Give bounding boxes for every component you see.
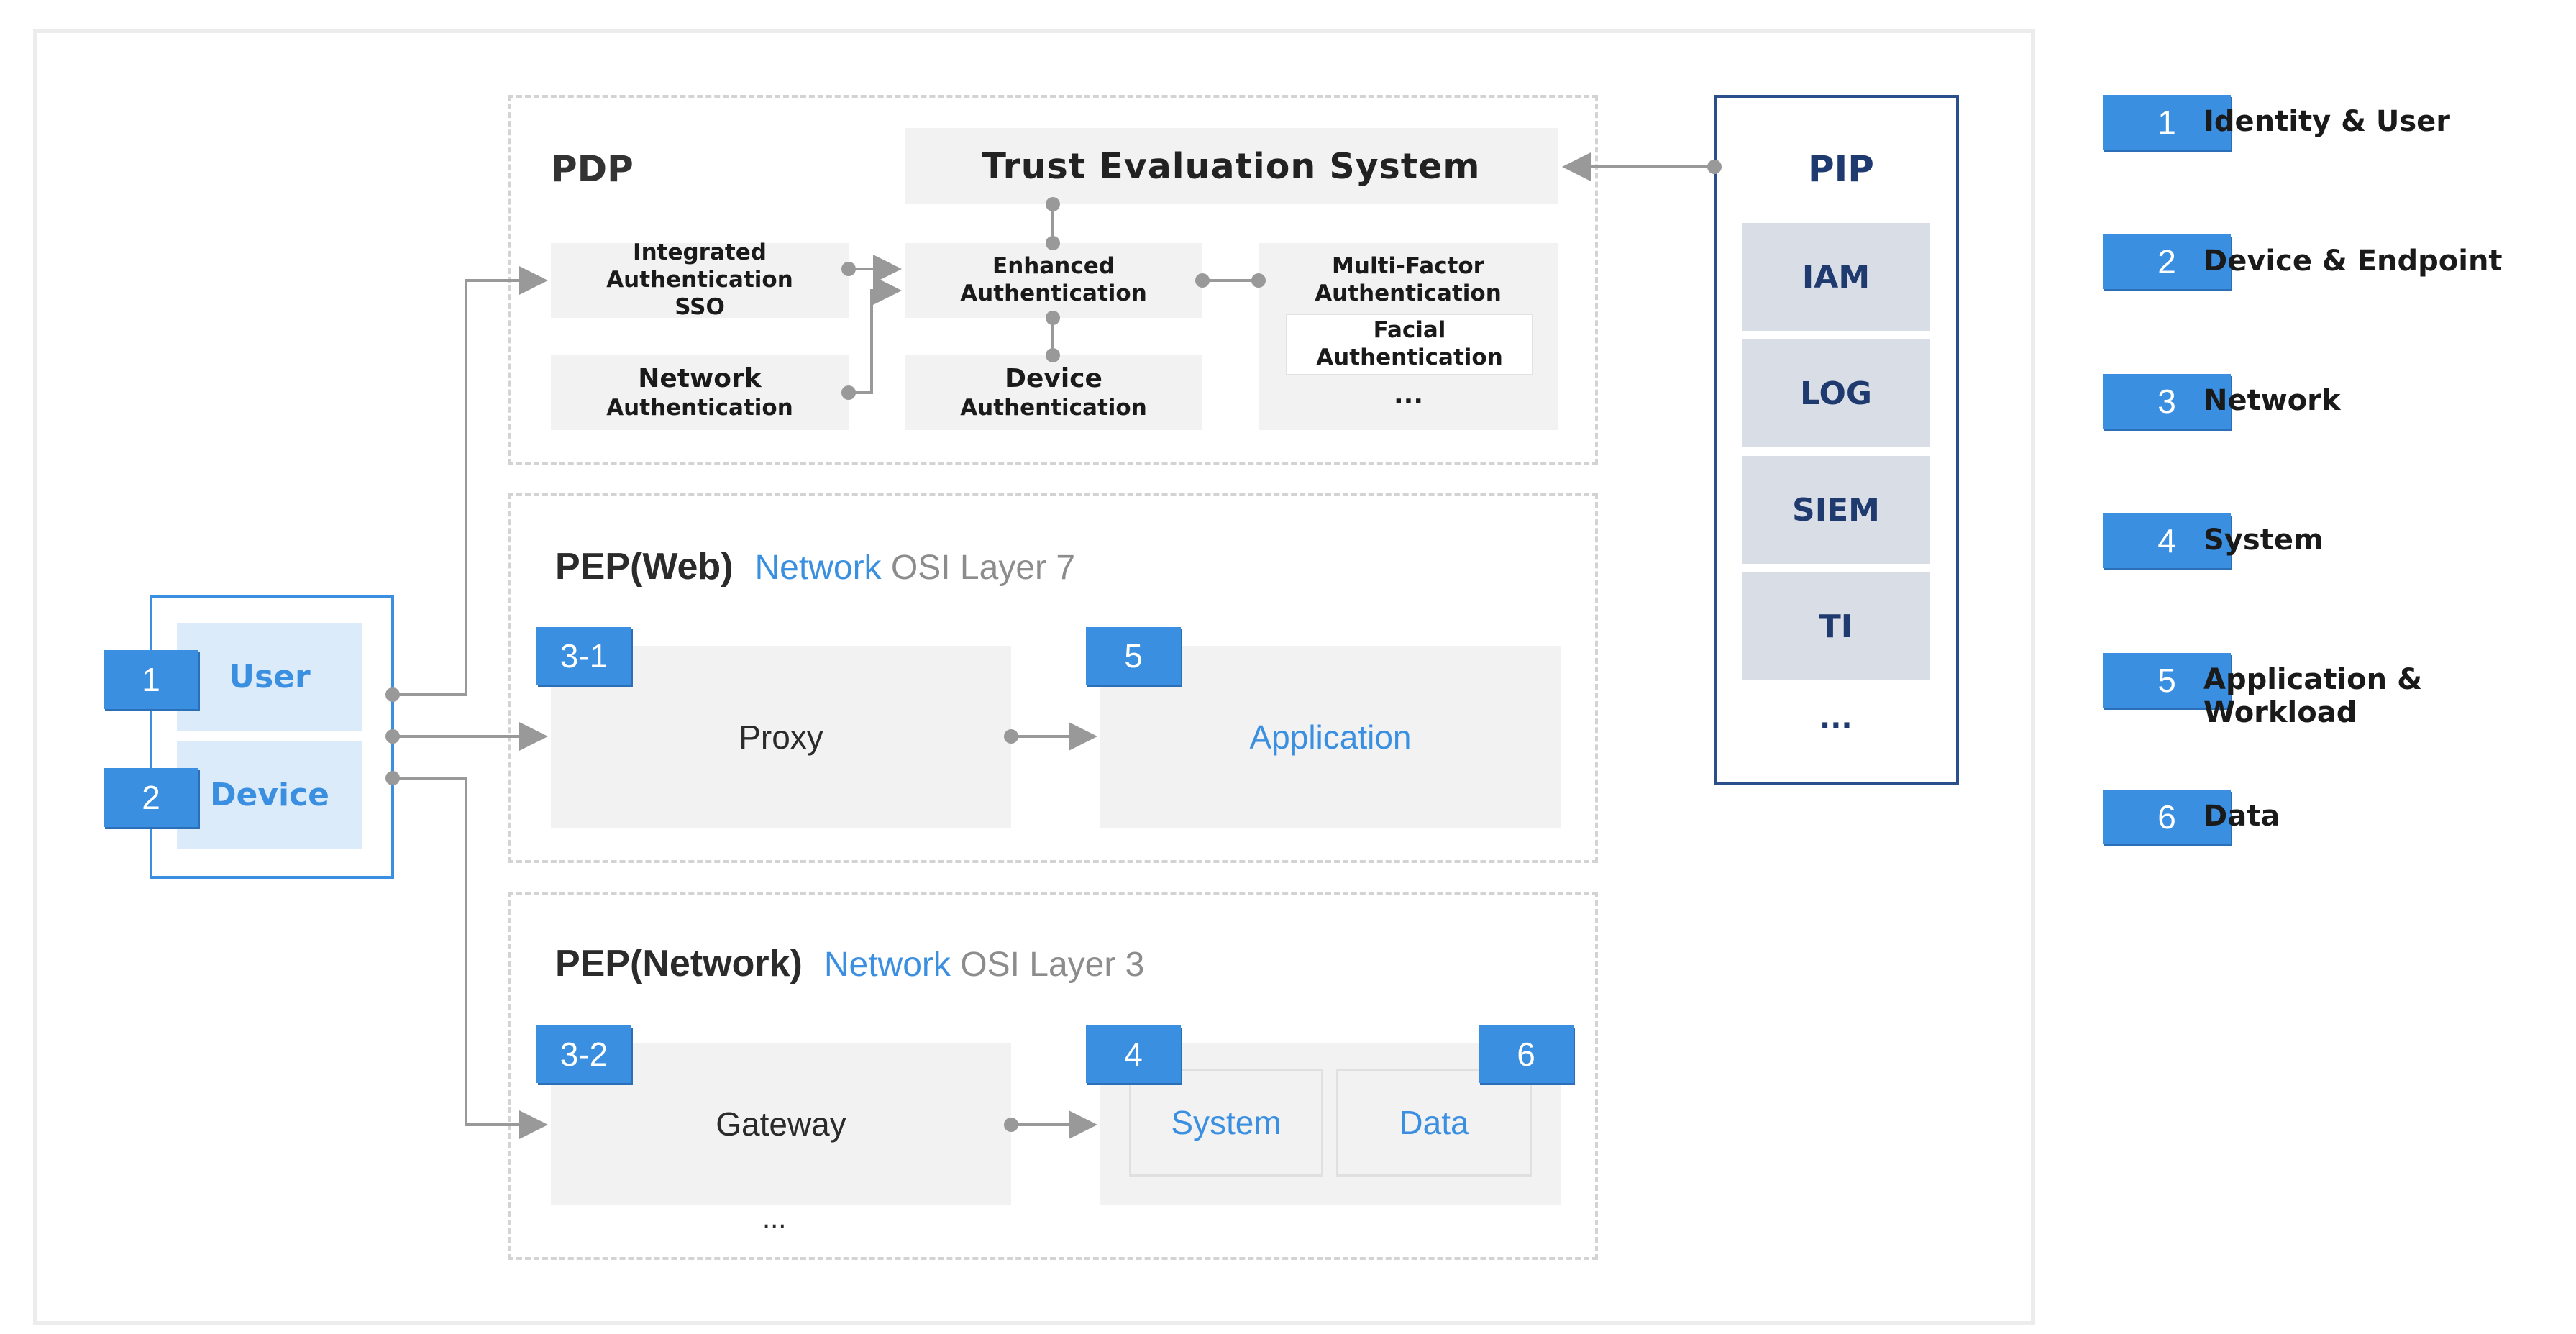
user-label: User (229, 658, 311, 695)
enhanced-auth-box: Enhanced Authentication (905, 243, 1202, 318)
client-to-gateway-connector (393, 777, 548, 1139)
integrated-sso-label: Integrated Authentication SSO (606, 239, 793, 320)
device-label: Device (209, 776, 330, 813)
pip-more: ... (1819, 702, 1853, 735)
enhanced-auth-line2: Authentication (960, 280, 1147, 306)
trust-evaluation-system: Trust Evaluation System (905, 128, 1558, 204)
pep-web-subtitle: Network OSI Layer 7 (755, 549, 1076, 587)
device-box: Device (177, 741, 362, 849)
application-label: Application (1249, 718, 1412, 756)
badge-3-2: 3-2 (536, 1025, 631, 1083)
pep-network-sub-network: Network (823, 946, 951, 984)
network-auth-line1: Network (638, 364, 762, 394)
mfa-line1: Multi-Factor (1332, 253, 1484, 280)
network-auth-box: Network Authentication (551, 355, 849, 430)
data-box: Data (1336, 1069, 1532, 1177)
system-box: System (1129, 1069, 1323, 1177)
pep-web-title: PEP(Web) (555, 546, 734, 588)
connector-dot (1046, 311, 1060, 325)
pip-title: PIP (1808, 148, 1874, 190)
badge-1: 1 (104, 650, 198, 709)
pep-web-heading: PEP(Web) Network OSI Layer 7 (555, 545, 1075, 588)
badge-4: 4 (1086, 1025, 1181, 1083)
pep-network-title: PEP(Network) (555, 943, 803, 984)
connector-dot (385, 687, 400, 702)
connector-dot (1046, 348, 1060, 362)
pip-log: LOG (1742, 339, 1930, 447)
user-box: User (177, 623, 362, 731)
connector-dot (1707, 160, 1722, 174)
network-auth-line2: Authentication (606, 395, 793, 421)
device-auth-line2: Authentication (960, 395, 1147, 421)
facial-auth-box: Facial Authentication (1286, 314, 1533, 375)
enhanced-auth-line1: Enhanced (992, 253, 1115, 280)
pep-network-heading: PEP(Network) Network OSI Layer 3 (555, 942, 1144, 985)
device-auth-box: Device Authentication (905, 355, 1202, 430)
connector-dot (841, 262, 856, 276)
pip-siem: SIEM (1742, 456, 1930, 564)
client-to-pdp-connector (393, 266, 548, 696)
connector-dot (1046, 236, 1060, 250)
connector-dot (1004, 1118, 1018, 1132)
mfa-line2: Authentication (1315, 280, 1502, 306)
connector-dot (1046, 197, 1060, 211)
proxy-label: Proxy (739, 718, 823, 756)
connector-dot (1004, 729, 1018, 744)
badge-6: 6 (1479, 1025, 1574, 1083)
connector-dot (385, 729, 400, 744)
mfa-label: Multi-Factor Authentication (1259, 252, 1558, 309)
device-auth-line1: Device (1005, 364, 1102, 394)
pdp-title: PDP (551, 148, 634, 190)
pip-iam: IAM (1742, 223, 1930, 331)
integrated-sso-box: Integrated Authentication SSO (551, 239, 849, 320)
facial-line2: Authentication (1316, 344, 1503, 370)
pep-network-subtitle: Network OSI Layer 3 (824, 946, 1145, 984)
system-label: System (1171, 1104, 1282, 1141)
pep-network-more: ... (762, 1202, 787, 1234)
gateway-label: Gateway (716, 1105, 846, 1143)
data-label: Data (1399, 1104, 1469, 1141)
badge-2: 2 (104, 768, 198, 827)
pip-ti: TI (1742, 572, 1930, 680)
badge-3-1: 3-1 (536, 627, 631, 685)
connector-dot (1251, 273, 1266, 288)
connector-dot (1195, 273, 1210, 288)
badge-5: 5 (1086, 627, 1181, 685)
facial-line1: Facial (1373, 317, 1446, 344)
connector-dot (841, 385, 856, 400)
pep-web-sub-network: Network (754, 549, 882, 587)
network-to-enhanced-connector (849, 276, 902, 394)
pep-web-sub-layer: OSI Layer 7 (890, 549, 1076, 587)
mfa-more: ... (1394, 380, 1424, 410)
trust-evaluation-label: Trust Evaluation System (982, 145, 1481, 187)
connector-dot (385, 771, 400, 785)
pep-network-sub-layer: OSI Layer 3 (960, 946, 1145, 984)
